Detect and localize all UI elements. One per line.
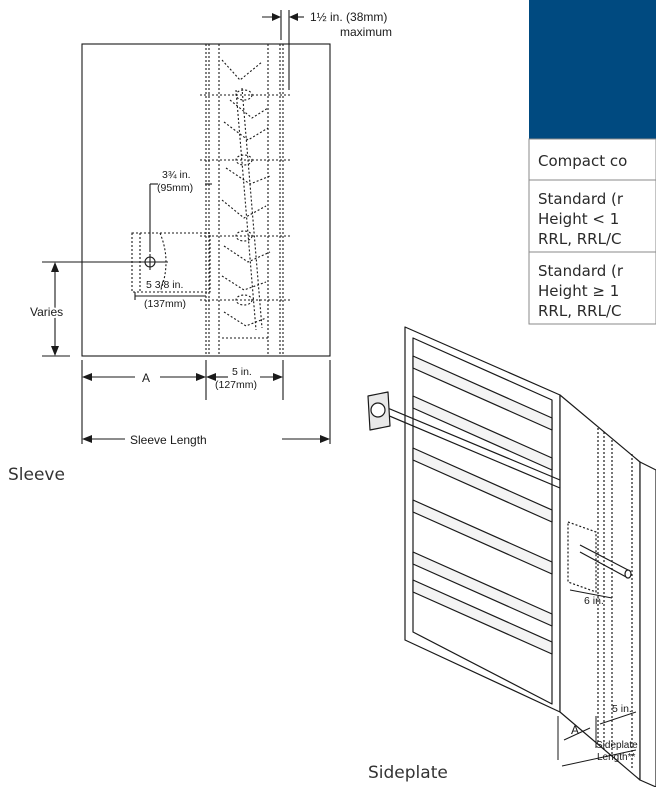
sideplate-length-line2: Length** bbox=[597, 752, 635, 763]
sideplate-a-label: A bbox=[571, 723, 579, 737]
bracket-dim-line1: 5 3/8 in. bbox=[146, 279, 183, 291]
sideplate-dimensions bbox=[557, 589, 641, 770]
sleeve-length-label: Sleeve Length bbox=[130, 433, 207, 447]
sleeve-drawing bbox=[81, 43, 331, 357]
top-max-dimension bbox=[262, 10, 304, 90]
sideplate-caption: Sideplate bbox=[368, 763, 448, 783]
table-row-2 bbox=[528, 179, 656, 253]
dimension-table: Compact co Standard (r Height < 1 RRL, R… bbox=[528, 0, 656, 325]
sleeve-bottom-dimensions bbox=[81, 360, 331, 444]
varies-dimension bbox=[42, 261, 115, 357]
table-row-3-text-2: Height ≥ 1 bbox=[538, 282, 619, 300]
table-row-2-text-2: Height < 1 bbox=[538, 210, 619, 228]
top-dim-line1: 1½ in. (38mm) bbox=[310, 10, 387, 24]
frame-channel bbox=[131, 44, 292, 356]
sleeve-5in-line1: 5 in. bbox=[232, 366, 252, 378]
table-row-3 bbox=[528, 251, 656, 325]
sideplate-drawing bbox=[367, 326, 656, 787]
sideplate-6in-label: 6 in. bbox=[584, 595, 604, 607]
sleeve-caption: Sleeve bbox=[8, 465, 65, 485]
sleeve-5in-line2: (127mm) bbox=[215, 379, 257, 391]
shaft-dim-line2: (95mm) bbox=[157, 182, 193, 194]
table-row-3-text-1: Standard (r bbox=[538, 262, 624, 280]
table-row-3-text-3: RRL, RRL/C bbox=[538, 302, 621, 320]
varies-label: Varies bbox=[30, 305, 63, 319]
sideplate-length-line1: Sideplate bbox=[596, 740, 638, 751]
bracket-dim-line2: (137mm) bbox=[144, 298, 186, 310]
table-row-1-text: Compact co bbox=[538, 152, 627, 170]
sleeve-a-label: A bbox=[142, 371, 150, 385]
shaft-dim-line1: 3¾ in. bbox=[162, 169, 191, 181]
sideplate-5in-label: 5 in. bbox=[612, 703, 632, 715]
top-dim-line2: maximum bbox=[340, 25, 392, 39]
table-row-2-text-1: Standard (r bbox=[538, 190, 624, 208]
table-header bbox=[529, 0, 656, 139]
table-row-2-text-3: RRL, RRL/C bbox=[538, 230, 621, 248]
table-row-1 bbox=[528, 138, 656, 181]
